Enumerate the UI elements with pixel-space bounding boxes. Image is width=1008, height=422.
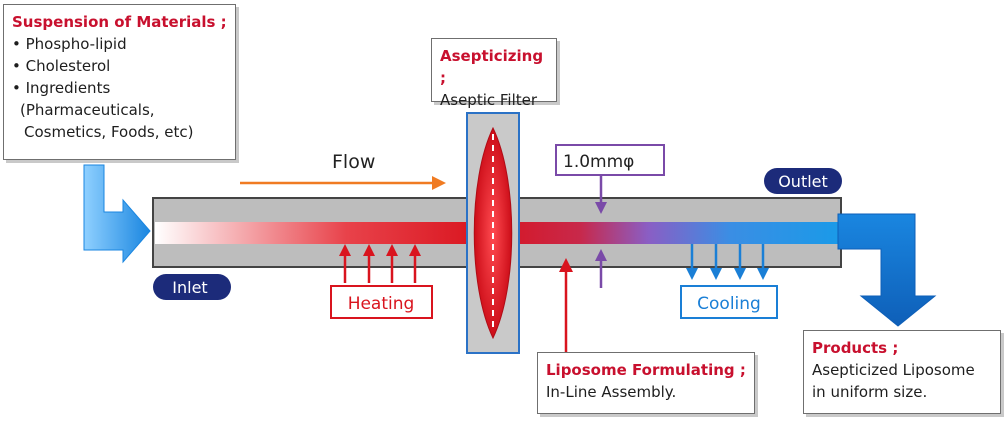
flow-arrow-head (432, 176, 446, 190)
materials-item: • Ingredients (12, 79, 111, 97)
heating-arrows (339, 244, 421, 283)
heating-label: Heating (348, 294, 415, 314)
diameter-label: 1.0mmφ (563, 152, 634, 172)
materials-title: Suspension of Materials ; (12, 13, 227, 31)
inlet-label: Inlet (172, 278, 207, 297)
outlet-label: Outlet (778, 172, 828, 191)
products-title: Products ; (812, 339, 899, 357)
liposome-detail: In-Line Assembly. (546, 383, 677, 401)
materials-box: Suspension of Materials ; • Phospho-lipi… (3, 4, 236, 160)
materials-item: • Cholesterol (12, 57, 111, 75)
cooling-arrows (686, 244, 769, 280)
products-box: Products ; Asepticized Liposome in unifo… (803, 330, 1001, 414)
outlet-pill (764, 168, 842, 194)
inlet-arrow (83, 164, 151, 264)
cooling-label: Cooling (697, 294, 761, 314)
liposome-arrow (559, 258, 573, 352)
liposome-title: Liposome Formulating ; (546, 361, 746, 379)
asepticizing-title: Asepticizing ; (440, 47, 544, 87)
flow-label: Flow (332, 151, 375, 173)
materials-extra-line: Cosmetics, Foods, etc) (24, 123, 194, 141)
cooling-label-box (680, 285, 778, 319)
materials-item: • Phospho-lipid (12, 35, 127, 53)
diameter-indicator (595, 175, 607, 288)
outlet-arrow (837, 213, 937, 327)
materials-list: • Phospho-lipid • Cholesterol • Ingredie… (12, 33, 227, 99)
diameter-label-box (555, 144, 665, 176)
heating-label-box (330, 285, 433, 319)
inlet-pill (153, 274, 231, 300)
products-line: Asepticized Liposome (812, 361, 975, 379)
liposome-box: Liposome Formulating ; In-Line Assembly. (537, 352, 755, 414)
asepticizing-box: Asepticizing ; Aseptic Filter (431, 38, 557, 109)
products-line: in uniform size. (812, 383, 928, 401)
asepticizing-detail: Aseptic Filter (440, 91, 538, 109)
materials-extra-line: (Pharmaceuticals, (20, 101, 155, 119)
